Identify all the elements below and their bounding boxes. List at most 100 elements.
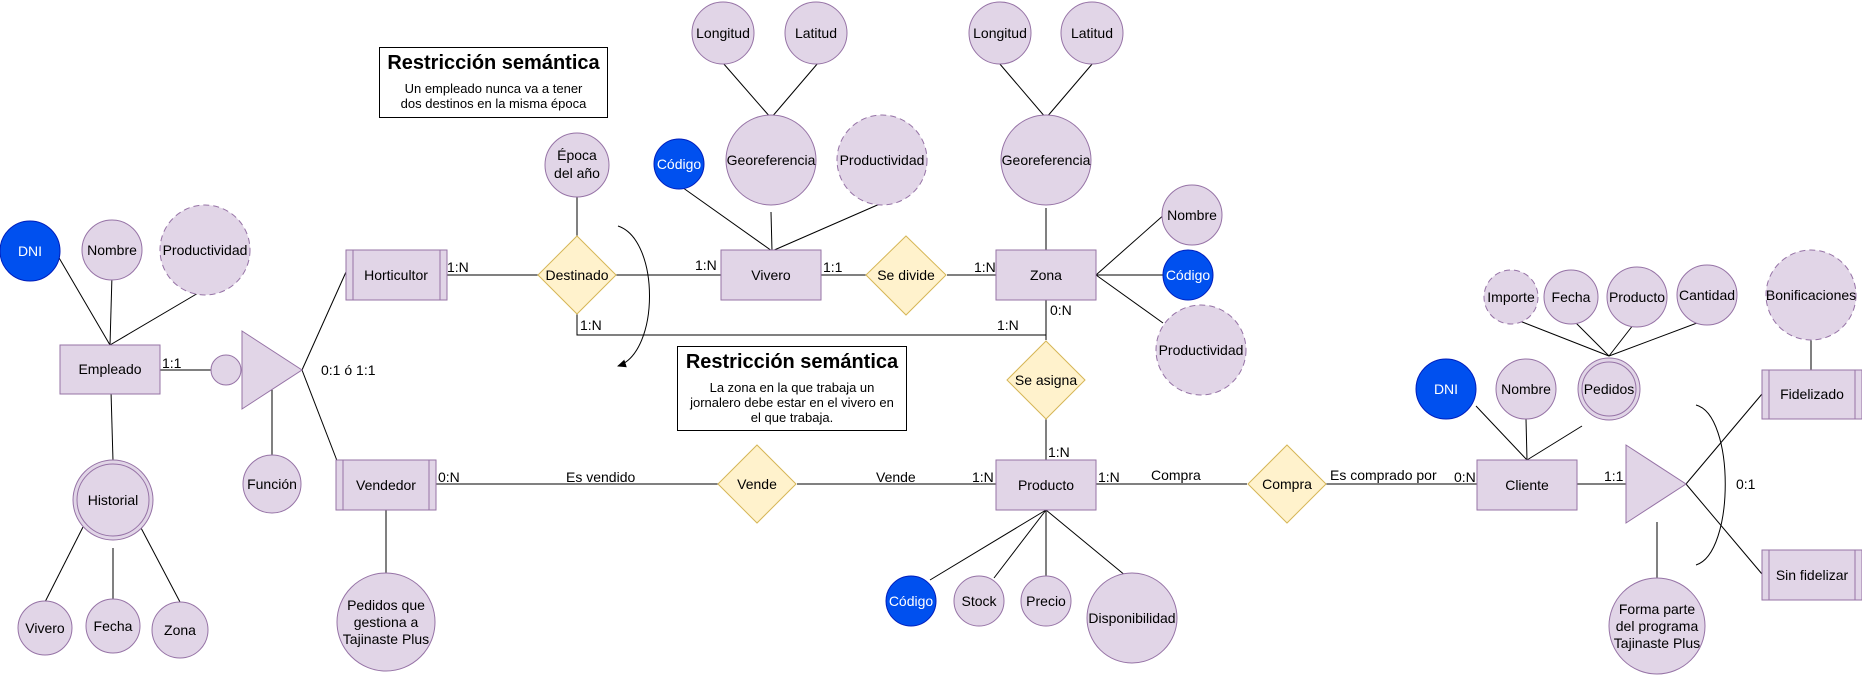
svg-text:Tajinaste Plus: Tajinaste Plus <box>1614 635 1700 651</box>
attr-pedidos-tajinaste[interactable]: Pedidos que gestiona a Tajinaste Plus <box>336 572 436 672</box>
label-viv-div: 1:1 <box>823 259 843 275</box>
svg-text:Nombre: Nombre <box>1167 207 1217 223</box>
svg-text:Sin fidelizar: Sin fidelizar <box>1776 567 1849 583</box>
isa-cliente[interactable] <box>1625 444 1687 524</box>
entity-vendedor[interactable]: Vendedor <box>335 459 437 511</box>
svg-text:Historial: Historial <box>88 492 139 508</box>
svg-text:Georeferencia: Georeferencia <box>727 152 816 168</box>
label-emp-isa-card: 0:1 ó 1:1 <box>321 362 376 378</box>
attr-epoca-del-ano[interactable]: Época del año <box>544 132 610 198</box>
svg-text:Productividad: Productividad <box>163 242 248 258</box>
note-restriccion-zona: Restricción semántica La zona en la que … <box>677 346 907 431</box>
rel-destinado[interactable]: Destinado <box>537 235 617 315</box>
entity-zona[interactable]: Zona <box>995 249 1097 301</box>
attr-historial[interactable]: Historial <box>72 459 154 541</box>
attr-vivero-latitud[interactable]: Latitud <box>784 1 848 65</box>
attr-vivero-georeferencia[interactable]: Georeferencia <box>725 114 817 206</box>
attr-historial-fecha[interactable]: Fecha <box>85 598 141 654</box>
attr-producto-disponibilidad[interactable]: Disponibilidad <box>1086 572 1178 664</box>
attr-pedido-importe[interactable]: Importe <box>1483 269 1539 325</box>
svg-text:Compra: Compra <box>1262 476 1312 492</box>
attr-cliente-dni[interactable]: DNI <box>1415 358 1477 420</box>
entity-vivero[interactable]: Vivero <box>720 249 822 301</box>
attr-vivero-codigo[interactable]: Código <box>653 138 705 190</box>
svg-text:Se divide: Se divide <box>877 267 935 283</box>
label-cli-isa-card: 0:1 <box>1736 476 1756 492</box>
edge-labels: 1:1 0:1 ó 1:1 1:N 1:N 1:1 1:N 1:N 1:N 0:… <box>162 257 1756 492</box>
label-dest-zona-b: 1:N <box>997 317 1019 333</box>
svg-text:Nombre: Nombre <box>87 242 137 258</box>
svg-text:Productividad: Productividad <box>1159 342 1244 358</box>
entity-horticultor[interactable]: Horticultor <box>345 249 448 301</box>
svg-text:Producto: Producto <box>1018 477 1074 493</box>
relationships: Destinado Se divide Se asigna Vende Comp… <box>537 235 1327 524</box>
label-dest-zona-a: 1:N <box>580 317 602 333</box>
svg-text:Destinado: Destinado <box>545 267 608 283</box>
attr-producto-codigo[interactable]: Código <box>885 575 937 627</box>
attr-bonificaciones[interactable]: Bonificaciones <box>1765 249 1857 341</box>
svg-text:Horticultor: Horticultor <box>364 267 428 283</box>
attr-producto-precio[interactable]: Precio <box>1020 575 1072 627</box>
svg-text:Forma parte: Forma parte <box>1619 601 1695 617</box>
attr-historial-vivero[interactable]: Vivero <box>17 600 73 656</box>
svg-text:Fecha: Fecha <box>1552 289 1591 305</box>
attr-zona-codigo[interactable]: Código <box>1162 249 1214 301</box>
label-prod-vende: 1:N <box>972 469 994 485</box>
attr-pedido-cantidad[interactable]: Cantidad <box>1676 264 1738 326</box>
attr-vivero-longitud[interactable]: Longitud <box>691 1 755 65</box>
connectors <box>40 62 1812 603</box>
label-cli-card: 0:N <box>1454 469 1476 485</box>
svg-text:Zona: Zona <box>164 622 196 638</box>
svg-text:Tajinaste Plus: Tajinaste Plus <box>343 631 429 647</box>
label-compra: Compra <box>1151 467 1201 483</box>
svg-text:Vende: Vende <box>737 476 777 492</box>
entity-fidelizado[interactable]: Fidelizado <box>1761 369 1862 420</box>
attr-empleado-dni[interactable]: DNI <box>0 220 61 282</box>
rel-compra[interactable]: Compra <box>1247 444 1327 524</box>
label-vende: Vende <box>876 469 916 485</box>
svg-text:Fidelizado: Fidelizado <box>1780 386 1844 402</box>
entity-sin-fidelizar[interactable]: Sin fidelizar <box>1761 549 1862 601</box>
attr-zona-latitud[interactable]: Latitud <box>1060 1 1124 65</box>
svg-text:Cantidad: Cantidad <box>1679 287 1735 303</box>
note-title: Restricción semántica <box>685 351 899 373</box>
rel-se-asigna[interactable]: Se asigna <box>1006 340 1086 420</box>
entity-producto[interactable]: Producto <box>995 459 1097 511</box>
svg-text:Pedidos: Pedidos <box>1584 381 1635 397</box>
rel-vende[interactable]: Vende <box>717 444 797 524</box>
attr-producto-stock[interactable]: Stock <box>953 575 1005 627</box>
note-title: Restricción semántica <box>387 52 600 74</box>
svg-text:Vendedor: Vendedor <box>356 477 416 493</box>
attr-zona-nombre[interactable]: Nombre <box>1161 184 1223 246</box>
attr-historial-zona[interactable]: Zona <box>151 601 209 659</box>
attr-forma-parte-programa[interactable]: Forma parte del programa Tajinaste Plus <box>1608 577 1706 675</box>
label-emp-isa: 1:1 <box>162 355 182 371</box>
note-restriccion-epoca: Restricción semántica Un empleado nunca … <box>379 47 608 118</box>
svg-text:Stock: Stock <box>961 593 997 609</box>
attr-pedido-fecha[interactable]: Fecha <box>1543 269 1599 325</box>
label-es-comprado: Es comprado por <box>1330 467 1437 483</box>
entity-cliente[interactable]: Cliente <box>1476 459 1578 511</box>
svg-text:Importe: Importe <box>1487 289 1535 305</box>
attr-zona-longitud[interactable]: Longitud <box>968 1 1032 65</box>
attr-cliente-pedidos[interactable]: Pedidos <box>1577 357 1641 421</box>
attr-zona-productividad[interactable]: Productividad <box>1155 304 1247 396</box>
rel-se-divide[interactable]: Se divide <box>865 235 947 316</box>
svg-text:DNI: DNI <box>1434 381 1458 397</box>
entity-empleado[interactable]: Empleado <box>59 344 161 395</box>
isa-empleado[interactable] <box>210 330 303 410</box>
attr-cliente-nombre[interactable]: Nombre <box>1495 358 1557 420</box>
note-body: Un empleado nunca va a tener dos destino… <box>400 81 587 111</box>
attr-funcion[interactable]: Función <box>242 454 302 514</box>
svg-text:Bonificaciones: Bonificaciones <box>1766 287 1856 303</box>
attr-vivero-productividad[interactable]: Productividad <box>836 114 928 206</box>
attr-zona-georeferencia[interactable]: Georeferencia <box>1000 114 1092 206</box>
attr-empleado-productividad[interactable]: Productividad <box>159 204 251 296</box>
svg-text:Latitud: Latitud <box>795 25 837 41</box>
attr-empleado-nombre[interactable]: Nombre <box>81 219 143 281</box>
svg-text:Época: Época <box>557 147 597 163</box>
label-es-vendido: Es vendido <box>566 469 635 485</box>
svg-text:Productividad: Productividad <box>840 152 925 168</box>
attr-pedido-producto[interactable]: Producto <box>1606 266 1668 328</box>
